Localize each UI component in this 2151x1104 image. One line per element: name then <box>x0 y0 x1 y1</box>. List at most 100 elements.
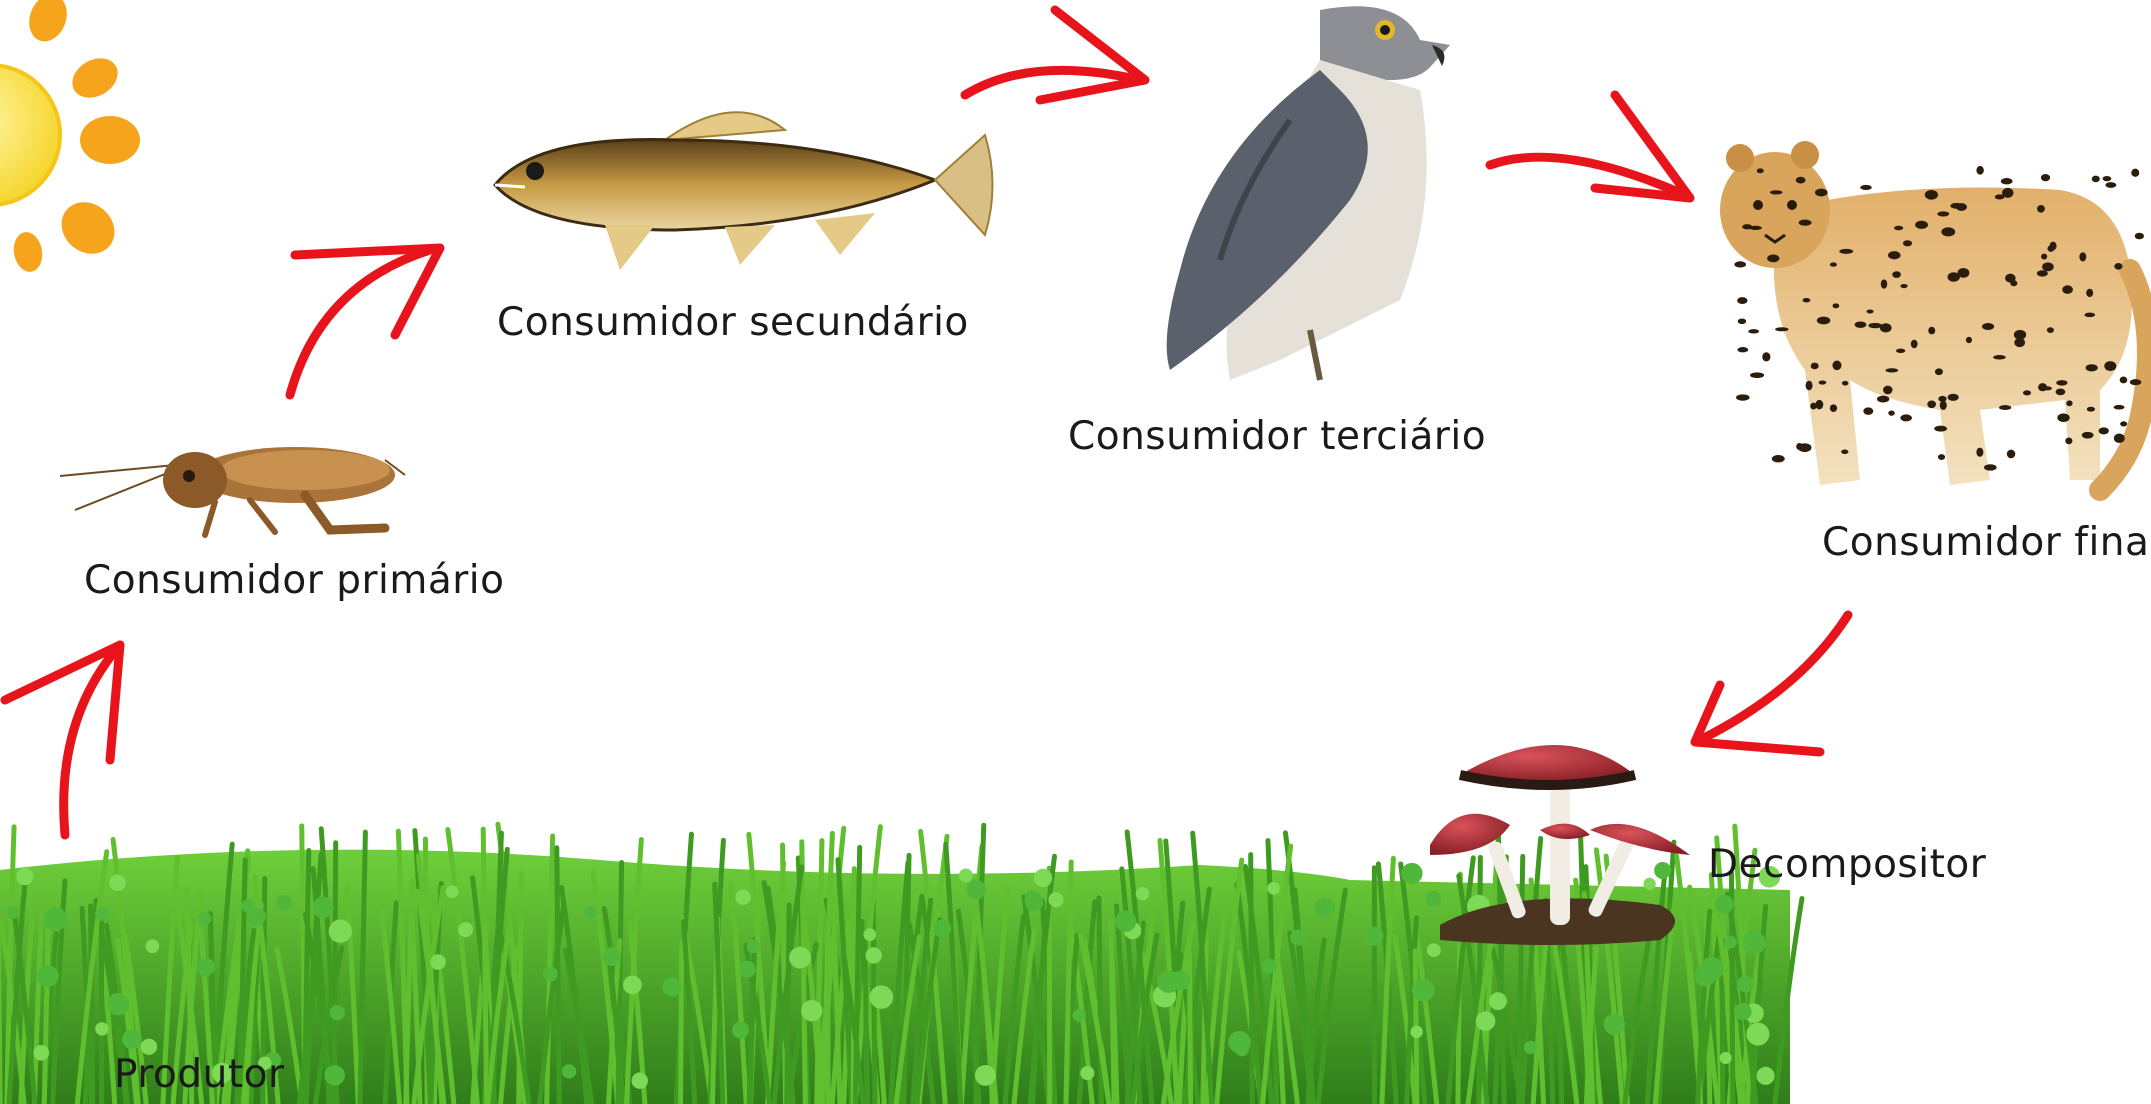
leopard-spot <box>1941 227 1955 236</box>
clover-leaf <box>1171 971 1190 990</box>
leopard-spot <box>2042 262 2054 271</box>
leopard-spot <box>1984 464 1997 470</box>
clover-leaf <box>975 1065 996 1086</box>
clover-leaf <box>1724 936 1737 949</box>
clover-leaf <box>1427 943 1441 957</box>
leopard-spot <box>1772 455 1785 462</box>
clover-leaf <box>623 976 642 995</box>
clover-leaf <box>324 1065 344 1085</box>
arrow-primary-to-secondary <box>290 248 440 395</box>
grass-blade <box>483 829 486 1104</box>
leopard-spot <box>1867 309 1874 313</box>
clover-leaf <box>276 895 292 911</box>
leopard-spot <box>2131 169 2139 177</box>
clover-leaf <box>16 868 33 885</box>
leopard-spot <box>1806 381 1813 390</box>
clover-leaf <box>1425 891 1441 907</box>
clover-leaf <box>1410 1026 1422 1038</box>
clover-leaf <box>1524 1041 1537 1054</box>
clover-leaf <box>870 985 894 1009</box>
label-decomposer: Decompositor <box>1708 842 1986 887</box>
leopard-spot <box>1896 349 1905 353</box>
clover-leaf <box>1742 932 1765 955</box>
leopard-spot <box>1855 321 1867 327</box>
leopard-spot <box>2065 437 2072 444</box>
clover-leaf <box>789 947 811 969</box>
leopard-spot <box>1750 372 1764 378</box>
grass-blade <box>519 873 522 1104</box>
arrow-final-to-decomposer <box>1695 615 1848 752</box>
leopard-icon <box>1720 141 2148 490</box>
hawk-icon <box>1167 6 1450 380</box>
leopard-spot <box>2057 413 2069 422</box>
clover-leaf <box>145 939 159 953</box>
label-tertiary-consumer: Consumidor terciário <box>1068 414 1486 459</box>
leopard-spot <box>2047 245 2054 251</box>
grass-blade <box>802 842 806 1104</box>
leopard-spot <box>2103 176 2112 181</box>
leopard-spot <box>2007 450 2015 459</box>
leopard-spot <box>1940 401 1947 410</box>
grass-blade <box>334 843 336 1104</box>
leopard-spot <box>1757 168 1764 173</box>
clover-leaf <box>1073 1009 1086 1022</box>
leopard-spot <box>1934 426 1947 432</box>
leopard-spot <box>1762 352 1770 361</box>
clover-leaf <box>1136 887 1150 901</box>
clover-leaf <box>863 928 876 941</box>
leopard-spot <box>1894 226 1903 230</box>
clover-leaf <box>735 890 750 905</box>
clover-leaf <box>1080 1066 1094 1080</box>
leopard-spot <box>2087 407 2095 412</box>
leopard-spot <box>2104 361 2116 371</box>
grass-blade <box>865 940 867 1104</box>
leopard-spot <box>1839 249 1853 254</box>
leopard-spot <box>2130 379 2142 385</box>
clover-leaf <box>109 875 125 891</box>
leopard-spot <box>1734 261 1746 267</box>
leopard-spot <box>2084 313 2095 318</box>
clover-leaf <box>959 868 973 882</box>
clover-leaf <box>1412 979 1435 1002</box>
clover-leaf <box>1290 929 1306 945</box>
clover-leaf <box>966 880 986 900</box>
clover-leaf <box>198 912 211 925</box>
leopard-spot <box>2037 270 2048 276</box>
leopard-spot <box>1841 450 1848 455</box>
leopard-spot <box>2023 390 2031 395</box>
mushroom-icon <box>1430 745 1690 945</box>
leopard-spot <box>1928 327 1935 335</box>
leopard-spot <box>2014 330 2026 340</box>
leopard-spot <box>1925 190 1938 200</box>
leopard-spot <box>2010 280 2017 286</box>
leopard-spot <box>1742 224 1752 229</box>
clover-leaf <box>122 1029 142 1049</box>
clover-leaf <box>329 920 352 943</box>
leopard-spot <box>1767 255 1779 263</box>
clover-leaf <box>1734 1003 1752 1021</box>
leopard-spot <box>2002 188 2013 198</box>
clover-leaf <box>747 940 760 953</box>
clover-leaf <box>1401 863 1422 884</box>
leopard-spot <box>1937 211 1949 216</box>
leopard-spot <box>1888 251 1901 259</box>
clover-leaf <box>95 1022 108 1035</box>
leopard-spot <box>2041 174 2050 181</box>
clover-leaf <box>662 977 681 996</box>
leopard-spot <box>1815 189 1828 197</box>
leopard-spot <box>2086 289 2093 297</box>
sun-icon <box>0 0 140 274</box>
leopard-spot <box>1885 368 1898 372</box>
leopard-spot <box>1892 271 1901 278</box>
leopard-spot <box>1737 297 1747 304</box>
leopard-spot <box>2041 254 2047 260</box>
leopard-spot <box>1770 190 1783 194</box>
clover-leaf <box>446 885 459 898</box>
leopard-spot <box>2135 233 2144 240</box>
leopard-spot <box>1830 404 1837 412</box>
clover-leaf <box>739 961 756 978</box>
leopard-spot <box>1796 443 1802 450</box>
leopard-spot <box>1982 323 1994 330</box>
leopard-spot <box>1950 203 1962 209</box>
leopard-spot <box>2105 182 2116 188</box>
